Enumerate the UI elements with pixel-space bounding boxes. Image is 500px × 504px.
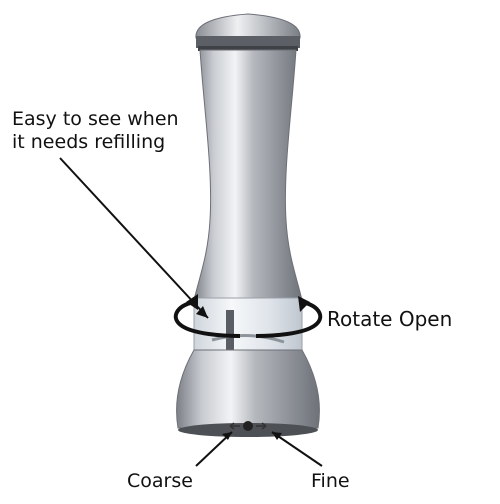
coarse-caption: Coarse xyxy=(127,470,193,492)
adjust-knob-icon xyxy=(229,421,267,431)
rotate-arrow-icon xyxy=(173,294,323,338)
grinder-base xyxy=(176,349,320,429)
refill-caption-line1: Easy to see when xyxy=(12,108,179,130)
grinder-cap xyxy=(195,13,301,51)
refill-caption-line2: it needs refilling xyxy=(12,131,166,153)
fine-pointer-arrow xyxy=(271,431,323,467)
refill-window xyxy=(193,297,303,351)
refill-caption: Easy to see when it needs refilling xyxy=(12,108,179,154)
rotate-caption: Rotate Open xyxy=(327,307,453,331)
grinder-body xyxy=(193,49,303,301)
refill-pointer-arrow xyxy=(59,157,209,319)
fine-caption: Fine xyxy=(311,470,350,492)
